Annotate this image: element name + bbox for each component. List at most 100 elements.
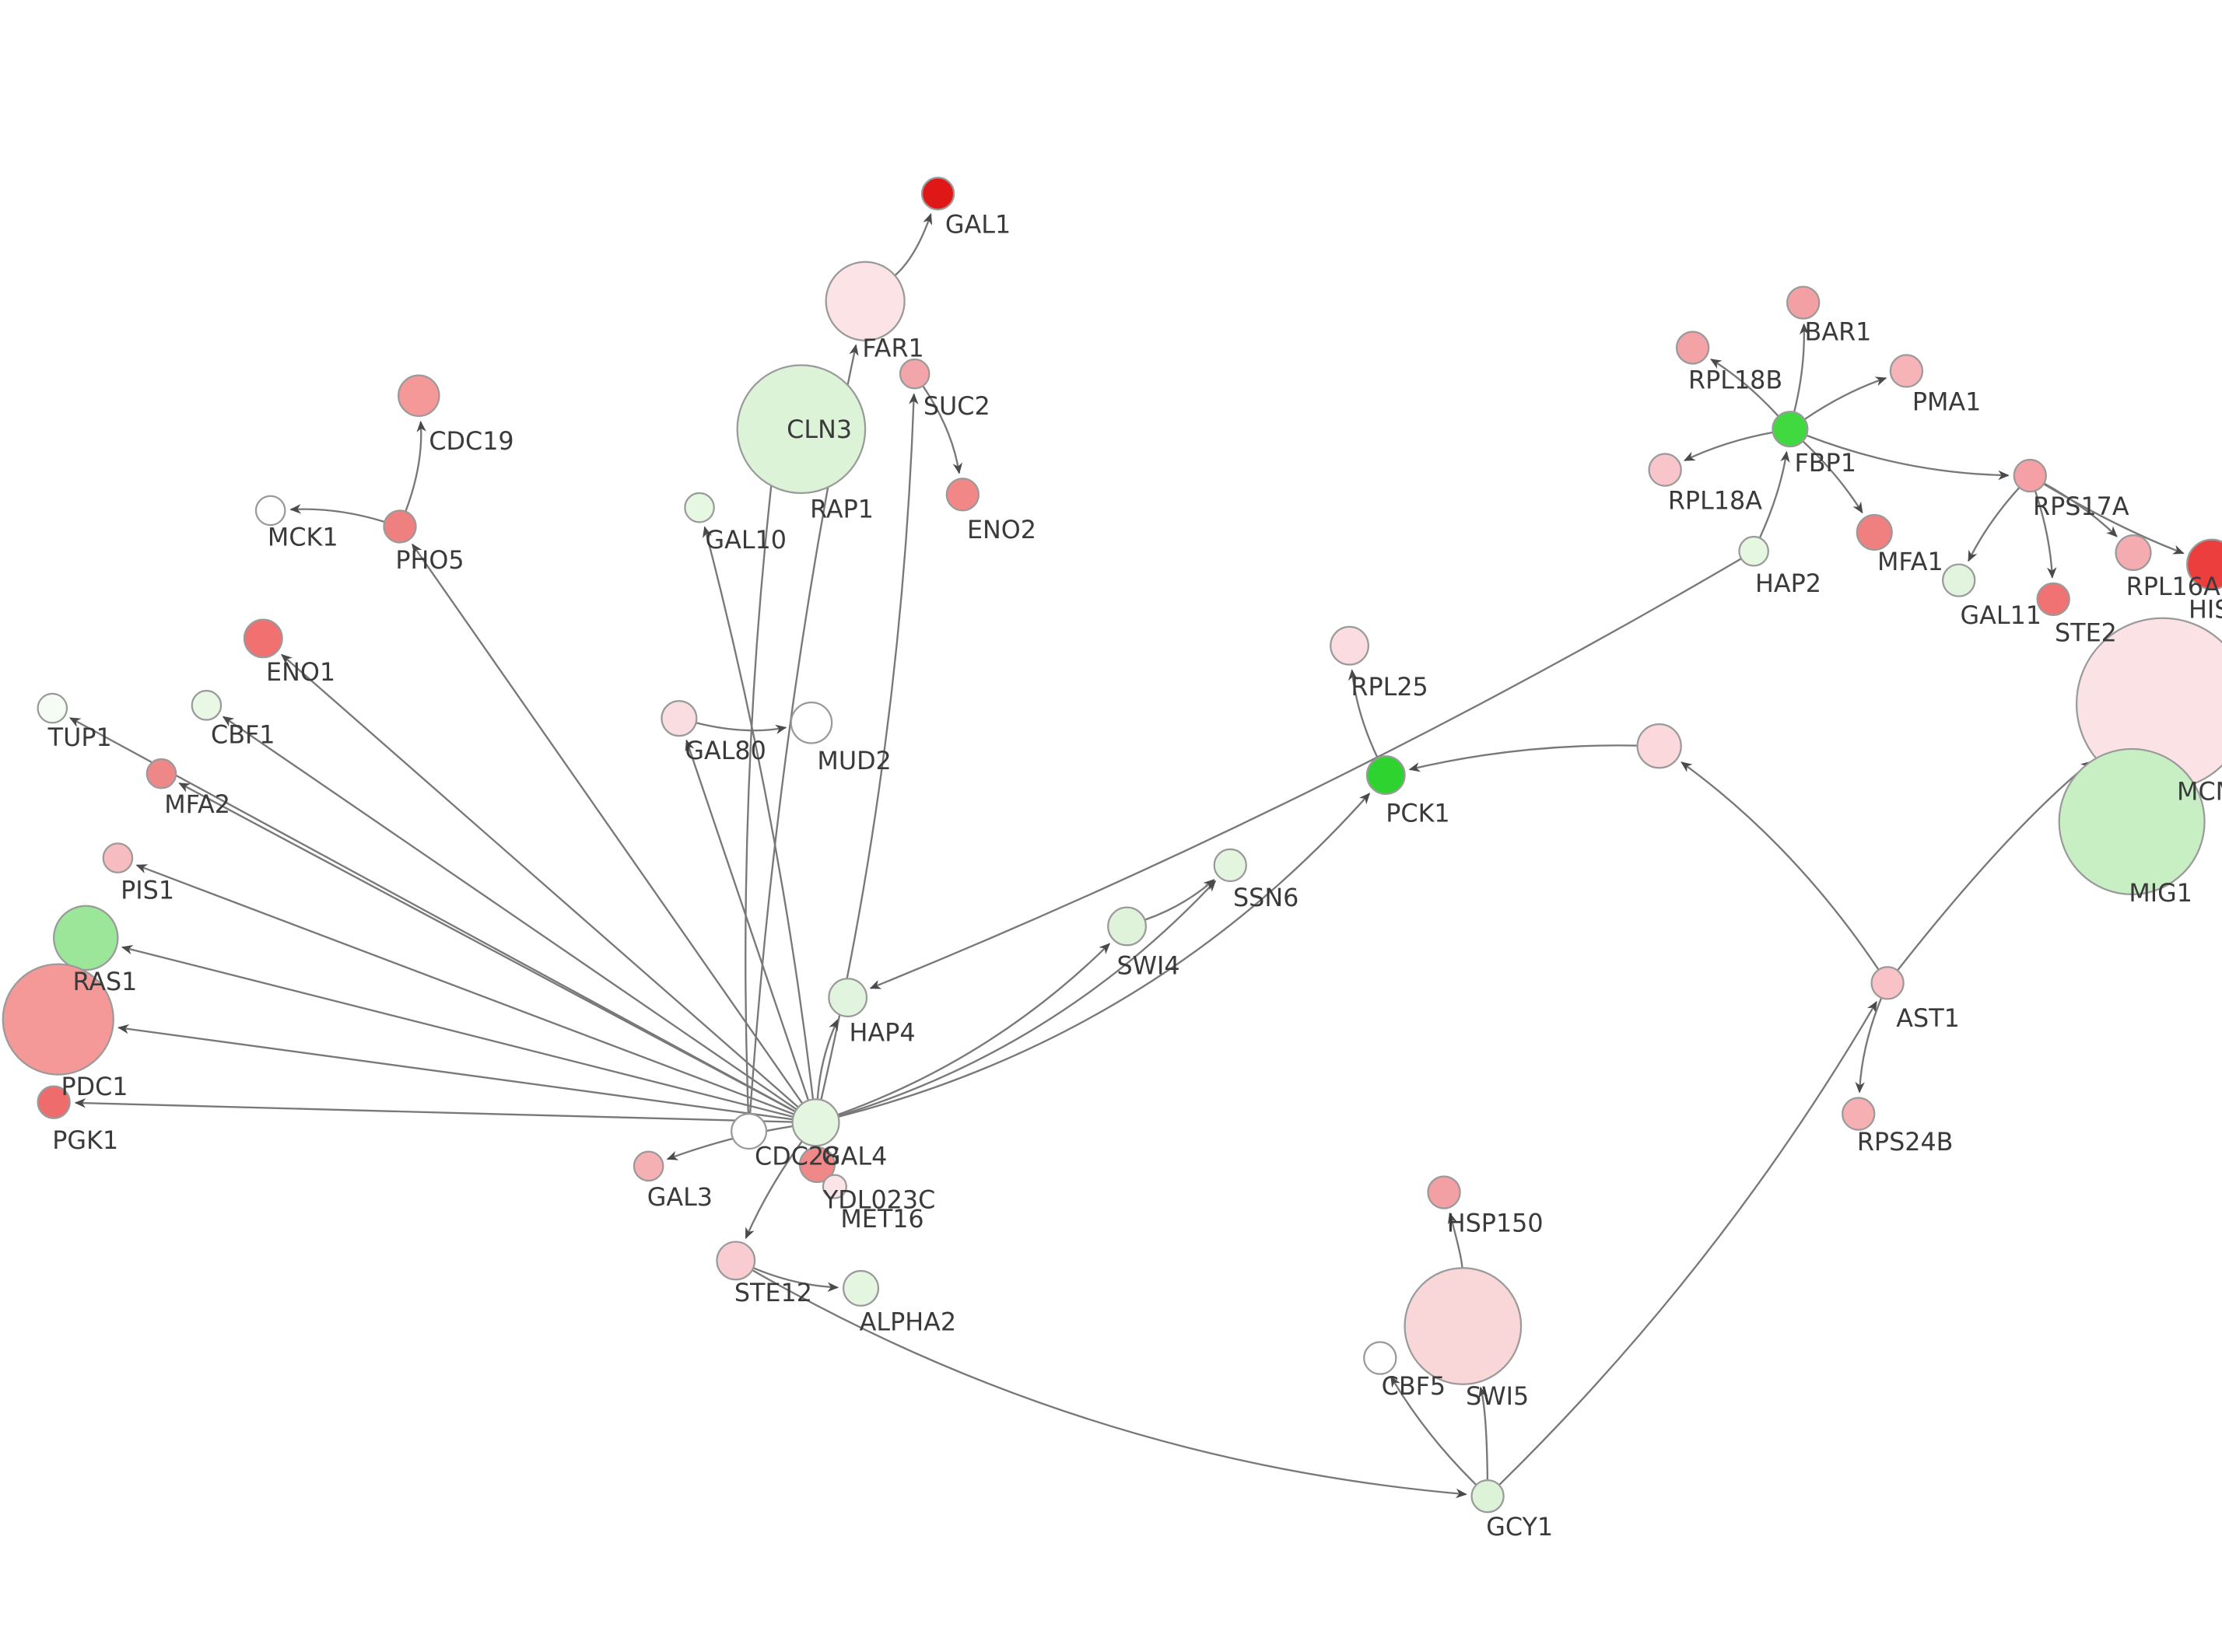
edge-gcy1-swi5[interactable]	[1478, 1386, 1489, 1481]
node-rps17a[interactable]	[2013, 458, 2047, 493]
node-ste12[interactable]	[716, 1241, 756, 1281]
node-swi5[interactable]	[1404, 1267, 1523, 1385]
edge-gal4-gal80[interactable]	[685, 739, 810, 1101]
node-tup1[interactable]	[37, 692, 68, 724]
edge-gal4-ste12[interactable]	[745, 1140, 803, 1240]
node-ssn6[interactable]	[1213, 848, 1247, 883]
node-label-rpl16a: RPL16A	[2126, 573, 2220, 601]
node-his4[interactable]	[2186, 538, 2222, 590]
edge-ast1-mcm1[interactable]	[1896, 761, 2093, 971]
node-mud2[interactable]	[790, 702, 833, 744]
node-pck1[interactable]	[1365, 755, 1406, 796]
edge-gal4-hap4[interactable]	[816, 1019, 839, 1100]
node-mck1[interactable]	[254, 495, 286, 527]
node-gal3[interactable]	[633, 1150, 664, 1182]
node-ast1[interactable]	[1870, 966, 1905, 1000]
edge-pho5-mck1[interactable]	[289, 504, 385, 523]
edge-suc2-eno2[interactable]	[922, 385, 962, 474]
edge-gal4-pho5[interactable]	[412, 543, 804, 1104]
node-pgk1[interactable]	[37, 1085, 71, 1119]
edge-ste12-gcy1[interactable]	[752, 1269, 1467, 1499]
edge-gal4-pis1[interactable]	[135, 864, 794, 1115]
edge-gal4-gal3[interactable]	[666, 1125, 794, 1160]
edge-swi4-ssn6[interactable]	[1144, 879, 1215, 921]
node-swi4[interactable]	[1107, 906, 1147, 947]
node-mig1[interactable]	[2058, 747, 2206, 895]
edge-gal4-ras1[interactable]	[121, 945, 794, 1118]
node-cbf1[interactable]	[191, 690, 223, 721]
node-rpl16a[interactable]	[2115, 534, 2152, 572]
edge-gal4-pck1[interactable]	[838, 793, 1371, 1118]
edge-pck1-rpl25[interactable]	[1348, 669, 1379, 759]
node-gal11[interactable]	[1942, 563, 1976, 597]
node-ste2[interactable]	[2036, 582, 2070, 617]
node-rpl25[interactable]	[1330, 625, 1369, 666]
node-unnamed1[interactable]	[1636, 723, 1682, 769]
edge-fbp1-mfa1[interactable]	[1802, 440, 1863, 514]
edge-ast1-rps24b[interactable]	[1855, 997, 1883, 1094]
node-pma1[interactable]	[1889, 354, 1924, 388]
node-cdc28[interactable]	[731, 1112, 768, 1150]
node-gal4[interactable]	[791, 1098, 840, 1147]
node-eno1[interactable]	[243, 618, 283, 659]
node-gal10[interactable]	[684, 492, 715, 523]
edge-hap2-hap4[interactable]	[869, 558, 1742, 989]
node-pho5[interactable]	[383, 509, 417, 544]
edge-gal4-cbf1[interactable]	[222, 716, 797, 1111]
edge-gal4-swi4[interactable]	[837, 943, 1111, 1116]
node-met16[interactable]	[822, 1174, 847, 1199]
node-mfa1[interactable]	[1856, 513, 1893, 551]
node-cdc19[interactable]	[398, 374, 440, 418]
node-rap1[interactable]	[736, 364, 867, 495]
edge-pho5-cdc19[interactable]	[405, 420, 426, 513]
node-mfa2[interactable]	[145, 758, 177, 789]
edge-swi5-hsp150[interactable]	[1447, 1212, 1463, 1269]
edge-gal80-mud2[interactable]	[696, 722, 787, 734]
node-rpl18a[interactable]	[1648, 453, 1682, 487]
node-far1[interactable]	[825, 261, 906, 341]
edge-ast1-unnamed1[interactable]	[1681, 761, 1880, 971]
node-fbp1[interactable]	[1772, 411, 1809, 448]
node-eno2[interactable]	[945, 478, 980, 512]
node-hap4[interactable]	[828, 978, 868, 1017]
edge-fbp1-bar1[interactable]	[1793, 323, 1810, 413]
node-alpha2[interactable]	[842, 1269, 880, 1307]
edge-gal4-pgk1[interactable]	[74, 1097, 793, 1123]
edge-gcy1-cbf5[interactable]	[1390, 1375, 1477, 1486]
edge-gal4-gal10[interactable]	[703, 526, 815, 1100]
edge-fbp1-rpl18b[interactable]	[1710, 359, 1779, 417]
edge-gcy1-ast1[interactable]	[1498, 1000, 1877, 1486]
edge-gal4-mfa2[interactable]	[178, 782, 796, 1113]
edge-far1-gal1[interactable]	[894, 213, 933, 277]
node-pdc1[interactable]	[2, 963, 114, 1076]
edge-cdc28-cln3[interactable]	[745, 420, 783, 1115]
node-pis1[interactable]	[102, 842, 134, 873]
node-rps24b[interactable]	[1842, 1097, 1876, 1131]
edge-gal4-pdc1[interactable]	[117, 1024, 794, 1121]
node-cbf5[interactable]	[1363, 1341, 1397, 1375]
node-suc2[interactable]	[899, 358, 931, 390]
node-bar1[interactable]	[1786, 285, 1821, 320]
node-gcy1[interactable]	[1470, 1479, 1505, 1514]
node-ras1[interactable]	[53, 905, 119, 971]
edge-unnamed1-pck1[interactable]	[1408, 744, 1638, 772]
edge-rps17a-gal11[interactable]	[1968, 487, 2020, 562]
edge-gal4-ssn6[interactable]	[837, 880, 1217, 1117]
node-ydl023c[interactable]	[798, 1146, 836, 1184]
edge-rps17a-his4[interactable]	[2043, 483, 2185, 555]
edge-gal4-eno1[interactable]	[281, 653, 799, 1108]
node-rpl18b[interactable]	[1675, 331, 1710, 365]
edge-fbp1-rpl18a[interactable]	[1683, 431, 1774, 461]
node-gal1[interactable]	[920, 177, 955, 211]
edge-gal4-tup1[interactable]	[68, 717, 796, 1113]
node-gal80[interactable]	[661, 700, 698, 737]
edge-rps17a-ste2[interactable]	[2034, 490, 2057, 579]
edge-fbp1-pma1[interactable]	[1803, 376, 1887, 421]
edge-hap2-fbp1[interactable]	[1758, 450, 1790, 539]
edge-fbp1-rps17a[interactable]	[1806, 434, 2010, 481]
node-label-fbp1: FBP1	[1794, 450, 1856, 478]
edge-ste12-alpha2[interactable]	[752, 1267, 839, 1292]
node-hap2[interactable]	[1738, 535, 1769, 567]
node-hsp150[interactable]	[1427, 1175, 1461, 1209]
